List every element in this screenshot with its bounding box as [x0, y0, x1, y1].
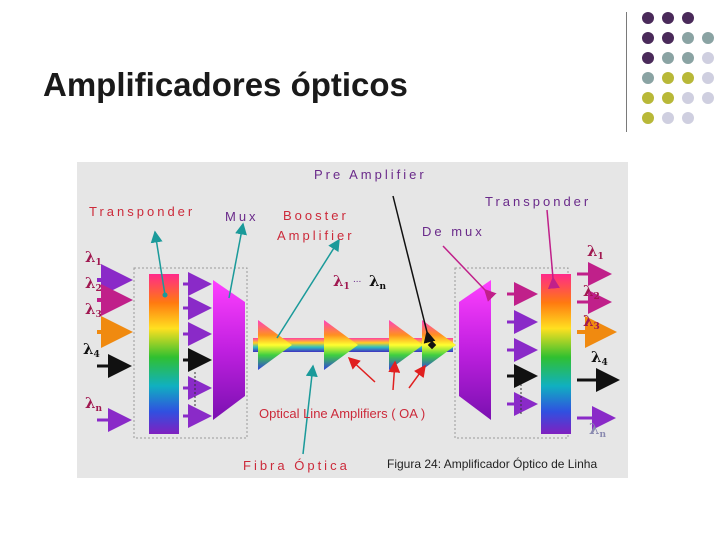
- lambda-right-1: λ1: [587, 242, 604, 262]
- mux-label: Mux: [225, 209, 259, 224]
- lambda-left-4: λ4: [83, 340, 100, 360]
- slide-title: Amplificadores ópticos: [43, 66, 408, 103]
- pointer-ola-3: [408, 364, 426, 389]
- pointer-ola-1: [347, 356, 376, 383]
- pointer-mux: [228, 222, 247, 299]
- line-amplifier-2: [389, 320, 423, 370]
- figure-graphics: [97, 195, 620, 455]
- pointer-transponder-left: [150, 230, 166, 296]
- fibra-label: Fibra Óptica: [243, 458, 350, 473]
- demux-label: De mux: [422, 224, 485, 239]
- booster-label-line1: Booster: [283, 208, 349, 223]
- transponder-right-label: Transponder: [485, 194, 592, 209]
- title-divider: [626, 12, 627, 132]
- pointer-demux: [442, 245, 497, 302]
- lambda-mid-1: λ1: [333, 272, 350, 292]
- figure-caption: Figura 24: Amplificador Óptico de Linha: [387, 457, 598, 471]
- pointer-fiber: [302, 364, 318, 455]
- lambda-left-3: λ3: [85, 300, 102, 320]
- lambda-left-1: λ1: [85, 248, 102, 268]
- lambda-right-2: λ2: [583, 282, 600, 302]
- lambda-right-4: λ4: [591, 348, 608, 368]
- lambda-mid-dots: ...: [353, 274, 362, 285]
- pre-amplifier: [422, 320, 456, 370]
- ola-label: Optical Line Amplifiers ( OA ): [259, 406, 426, 421]
- pointer-booster: [276, 238, 340, 339]
- lambda-right-3: λ3: [583, 312, 600, 332]
- transponder-left-label: Transponder: [89, 204, 196, 219]
- lambda-left-n: λn: [85, 394, 103, 414]
- optical-amplifier-figure: Pre Amplifier Transponder Transponder Mu…: [77, 162, 628, 478]
- pre-amplifier-label: Pre Amplifier: [314, 167, 427, 182]
- pointer-transponder-right: [546, 209, 560, 289]
- right-transponder-bar: [541, 274, 571, 434]
- demux-block: [459, 280, 491, 420]
- lambda-left-2: λ2: [85, 274, 102, 294]
- left-terminal-box: [133, 267, 248, 439]
- pointer-ola-2: [388, 360, 401, 391]
- decorative-dot-grid: [642, 12, 714, 124]
- mux-block: [213, 280, 245, 420]
- line-amplifier-1: [324, 320, 358, 370]
- booster-label-line2: Amplifier: [277, 228, 355, 243]
- lambda-right-n: λn: [589, 420, 607, 440]
- lambda-mid-n: λn: [369, 272, 387, 292]
- booster-amplifier: [258, 320, 292, 370]
- left-transponder-bar: [149, 274, 179, 434]
- pointer-pre-amplifier: [392, 195, 436, 344]
